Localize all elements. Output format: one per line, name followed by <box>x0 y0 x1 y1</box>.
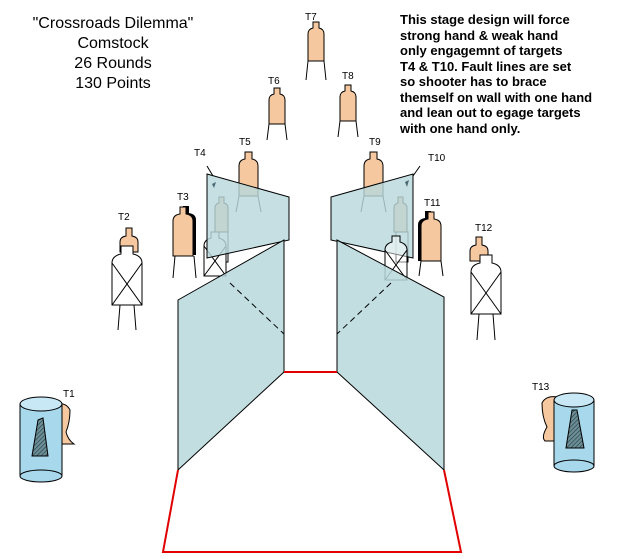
label-t5: T5 <box>239 137 251 148</box>
stage-location: Comstock <box>77 35 149 52</box>
wall-right-front <box>336 239 445 472</box>
target-t12 <box>469 236 502 341</box>
target-t13 <box>541 392 595 473</box>
wall-left-front <box>177 239 285 472</box>
note-line: and lean out to egage targets <box>400 105 581 120</box>
target-t2 <box>111 227 143 331</box>
label-t2: T2 <box>118 212 130 223</box>
label-t4: T4 <box>194 148 206 159</box>
note-line: This stage design will force <box>400 12 570 27</box>
note-line: strong hand & weak hand <box>400 27 559 43</box>
fault-line <box>161 469 463 553</box>
label-t12: T12 <box>475 223 493 234</box>
stage-title: "Crossroads Dilemma" <box>32 15 194 32</box>
note-line: T4 & T10. Fault lines are set <box>400 58 572 74</box>
note-line: only engagemnt of targets <box>400 43 563 58</box>
label-t1: T1 <box>63 389 75 400</box>
label-t9: T9 <box>369 137 381 148</box>
label-t7: T7 <box>305 12 317 23</box>
stage-description: This stage design will force strong hand… <box>400 12 628 136</box>
label-t10: T10 <box>428 153 446 164</box>
label-t3: T3 <box>177 192 189 203</box>
label-t6: T6 <box>268 76 280 87</box>
round-count: 26 Rounds <box>74 55 152 72</box>
label-t11: T11 <box>424 198 441 209</box>
target-t6 <box>266 87 288 141</box>
target-t1 <box>19 396 76 483</box>
note-line: so shooter has to brace <box>400 74 547 89</box>
wall-left-back <box>206 173 290 259</box>
point-count: 130 Points <box>75 75 151 92</box>
target-t3 <box>172 206 197 279</box>
target-t8 <box>337 84 359 138</box>
target-t7 <box>305 21 327 81</box>
target-t11 <box>418 211 444 277</box>
note-line: themself on wall with one hand <box>400 89 593 105</box>
stage-title-block: "Crossroads Dilemma" Comstock 26 Rounds … <box>18 14 208 94</box>
label-t8: T8 <box>342 71 354 82</box>
note-line: with one hand only. <box>400 120 521 136</box>
label-t13: T13 <box>532 382 550 393</box>
